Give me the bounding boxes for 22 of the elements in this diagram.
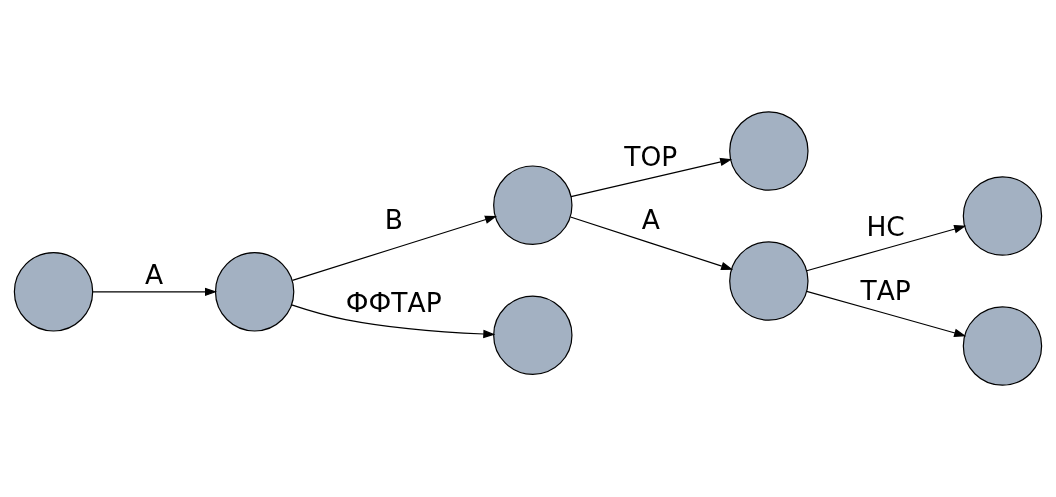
node-circle [214, 252, 295, 332]
arrow [569, 216, 734, 271]
node-circle [729, 111, 809, 191]
node-circle [13, 252, 94, 332]
arrow [570, 157, 733, 198]
node-circle [493, 295, 573, 375]
edge-label: А [145, 259, 164, 291]
arrow [806, 290, 967, 337]
edge-label: НС [866, 210, 905, 242]
node-circle [962, 306, 1043, 386]
node-circle [962, 176, 1043, 256]
arrow [291, 215, 497, 281]
arrow [291, 304, 496, 339]
node-circle [493, 165, 573, 245]
edge-label: ТОР [624, 141, 678, 173]
edge-label: В [384, 203, 403, 235]
edge-label: ТАР [860, 274, 911, 306]
edge-label: А [641, 203, 660, 235]
arrow [806, 225, 967, 272]
arrow [92, 287, 218, 297]
edge-label: ФФТАР [345, 286, 442, 318]
node-circle [729, 241, 809, 321]
